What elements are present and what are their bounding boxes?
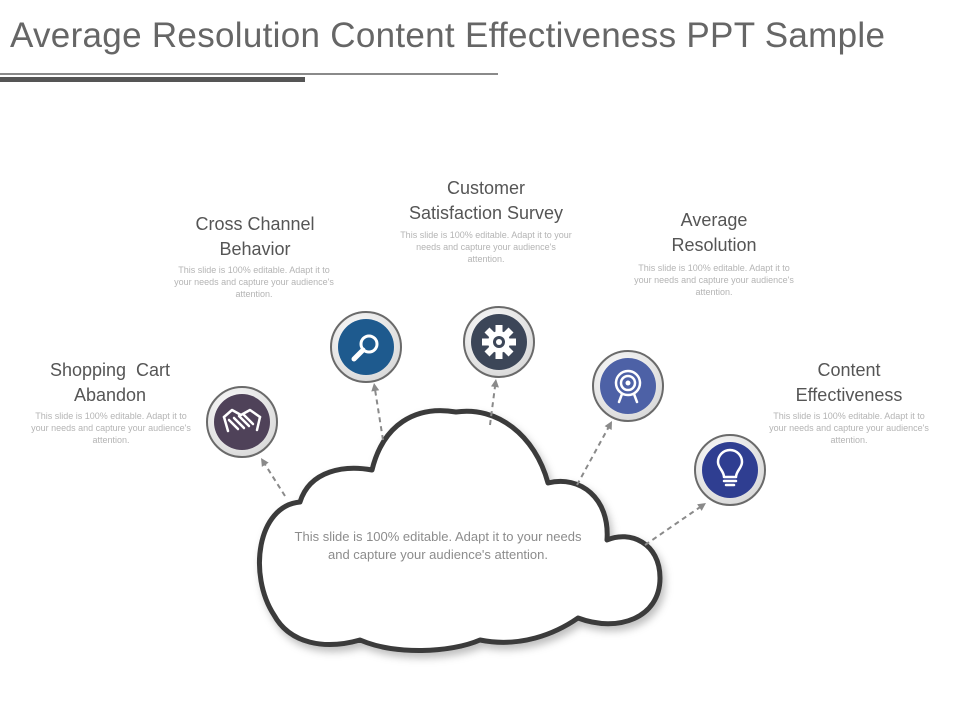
arrowhead-5 (697, 503, 706, 511)
connector-arrow-2 (373, 388, 384, 441)
node-title-line: Effectiveness (795, 385, 903, 405)
cloud-shape (256, 408, 663, 653)
icon-disc-1 (214, 394, 270, 450)
handshake-icon (222, 408, 262, 433)
arrowhead-4 (604, 421, 612, 430)
magnifier-icon (351, 334, 379, 362)
node-title-line: Resolution (671, 235, 757, 255)
arrowhead-1 (261, 458, 269, 467)
node-description-5: This slide is 100% editable. Adapt it to… (769, 411, 929, 445)
node-1 (206, 386, 286, 497)
arrowhead-3 (490, 379, 499, 388)
cloud-center-text: This slide is 100% editable. Adapt it to… (294, 529, 582, 562)
title-underline-thin (0, 73, 498, 75)
connector-arrow-5 (644, 505, 702, 546)
title-underline-thick (0, 77, 305, 82)
gear-icon (482, 325, 516, 359)
node-title-line: Customer (446, 178, 526, 198)
page-title: Average Resolution Content Effectiveness… (10, 16, 886, 55)
lightbulb-icon (716, 448, 744, 487)
node-description-3: This slide is 100% editable. Adapt it to… (400, 230, 572, 264)
node-title-line: Abandon (73, 385, 147, 405)
node-description-4: This slide is 100% editable. Adapt it to… (634, 263, 794, 297)
icon-disc-5 (702, 442, 758, 498)
node-description-2: This slide is 100% editable. Adapt it to… (174, 265, 334, 299)
node-description-1: This slide is 100% editable. Adapt it to… (31, 411, 191, 445)
target-icon (614, 369, 642, 404)
node-4 (576, 350, 664, 486)
connector-arrow-3 (489, 384, 497, 426)
node-3 (463, 306, 535, 426)
node-5 (644, 434, 766, 546)
arrowhead-2 (371, 383, 380, 392)
connector-arrow-4 (576, 425, 610, 486)
node-title-line: Satisfaction Survey (408, 203, 564, 223)
node-2 (330, 311, 402, 441)
icon-disc-4 (600, 358, 656, 414)
node-title-line: Behavior (219, 239, 291, 259)
connector-arrow-1 (263, 462, 286, 497)
icon-disc-2 (338, 319, 394, 375)
node-title-line: Shopping Cart (49, 360, 171, 380)
node-title-line: Content (817, 360, 881, 380)
node-title-line: Cross Channel (195, 214, 315, 234)
node-title-line: Average (680, 210, 748, 230)
